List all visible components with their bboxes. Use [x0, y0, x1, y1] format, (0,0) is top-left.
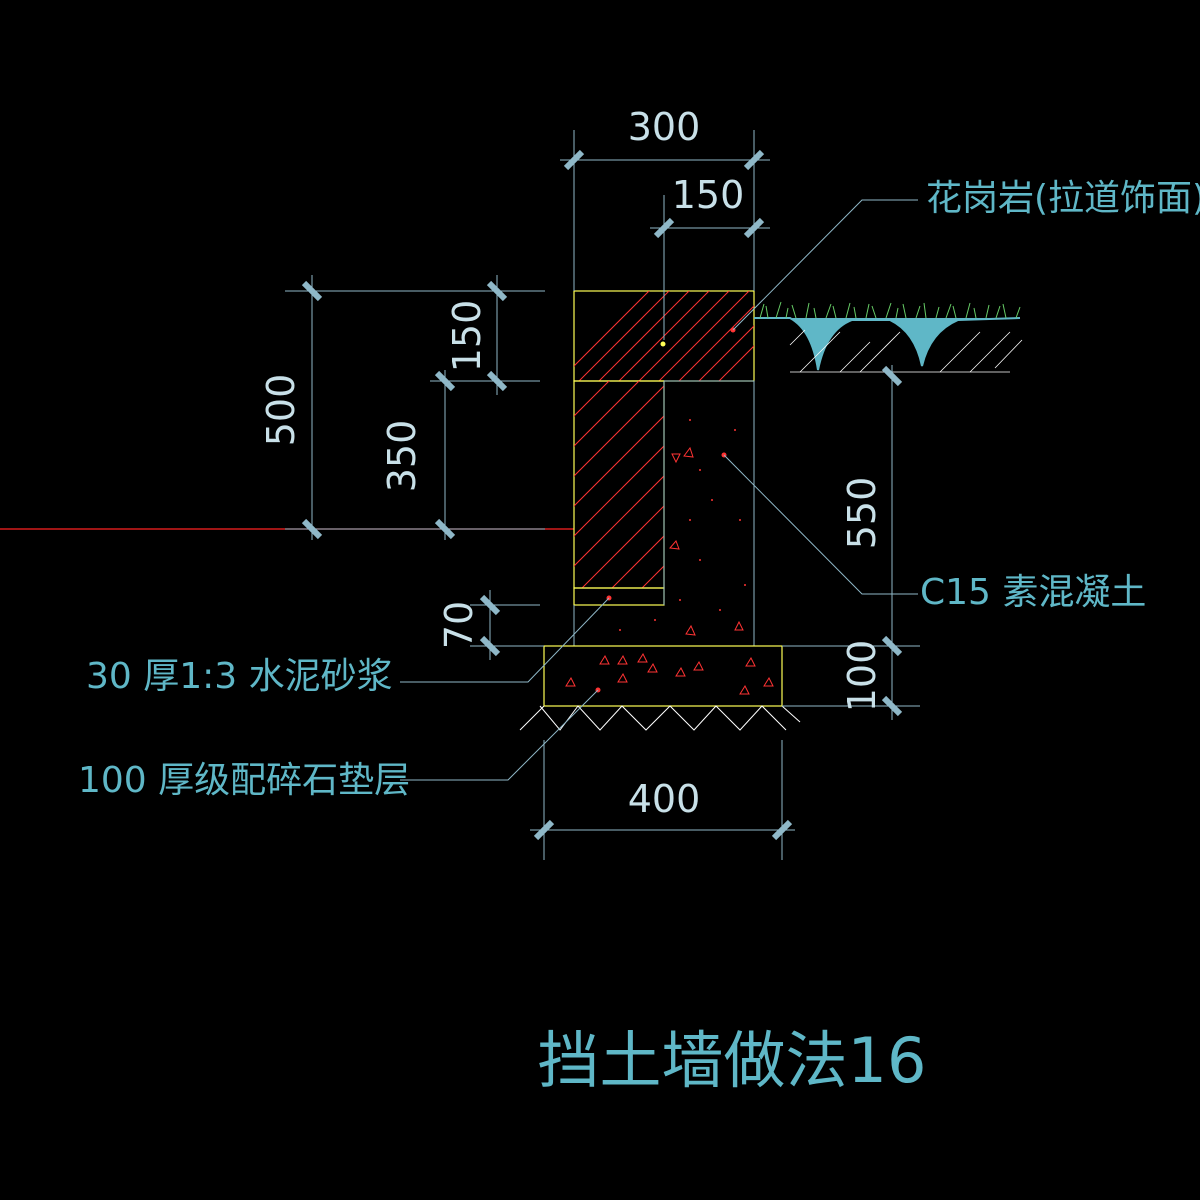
leader-concrete: C15 素混凝土: [723, 454, 1146, 613]
wall-hatch: [574, 381, 664, 588]
dim-500: 500: [259, 275, 545, 540]
dim-500-label: 500: [259, 374, 303, 447]
dim-150-width-label: 150: [672, 173, 745, 217]
concrete-body: [573, 380, 755, 646]
concrete-aggregate: [669, 446, 744, 636]
dim-150-height: 150: [445, 275, 540, 395]
granite-cap: [573, 290, 755, 382]
label-mortar: 30 厚1:3 水泥砂浆: [86, 656, 393, 697]
grass-soil: [754, 301, 1023, 373]
dim-400-label: 400: [628, 777, 701, 821]
label-gravel: 100 厚级配碎石垫层: [78, 760, 410, 801]
dim-350-label: 350: [380, 420, 424, 493]
wall-body: [573, 380, 665, 589]
dim-300: 300: [560, 105, 770, 291]
dim-70-label: 70: [437, 601, 481, 649]
leader-granite: 花岗岩(拉道饰面): [732, 178, 1200, 331]
dim-300-label: 300: [628, 105, 701, 149]
drawing-title: 挡土墙做法16: [538, 1024, 927, 1097]
soil-hatch: [789, 329, 1023, 373]
leader-gravel: 100 厚级配碎石垫层: [78, 689, 599, 801]
mortar-layer: [573, 587, 665, 606]
gravel-base: [519, 645, 801, 731]
dim-550: 550 100: [782, 365, 920, 720]
dim-70: 70: [437, 590, 544, 660]
dim-350: 350: [380, 370, 470, 540]
dim-100-label: 100: [840, 640, 884, 713]
dim-150-height-label: 150: [445, 300, 489, 373]
dim-150-width: 150: [650, 173, 770, 340]
dim-400: 400: [530, 740, 795, 860]
grass-blades: [759, 301, 1021, 319]
label-granite: 花岗岩(拉道饰面): [926, 178, 1200, 219]
label-concrete: C15 素混凝土: [920, 572, 1146, 613]
leader-mortar: 30 厚1:3 水泥砂浆: [86, 597, 610, 697]
dim-550-label: 550: [840, 477, 884, 550]
cap-hatch: [574, 291, 754, 381]
